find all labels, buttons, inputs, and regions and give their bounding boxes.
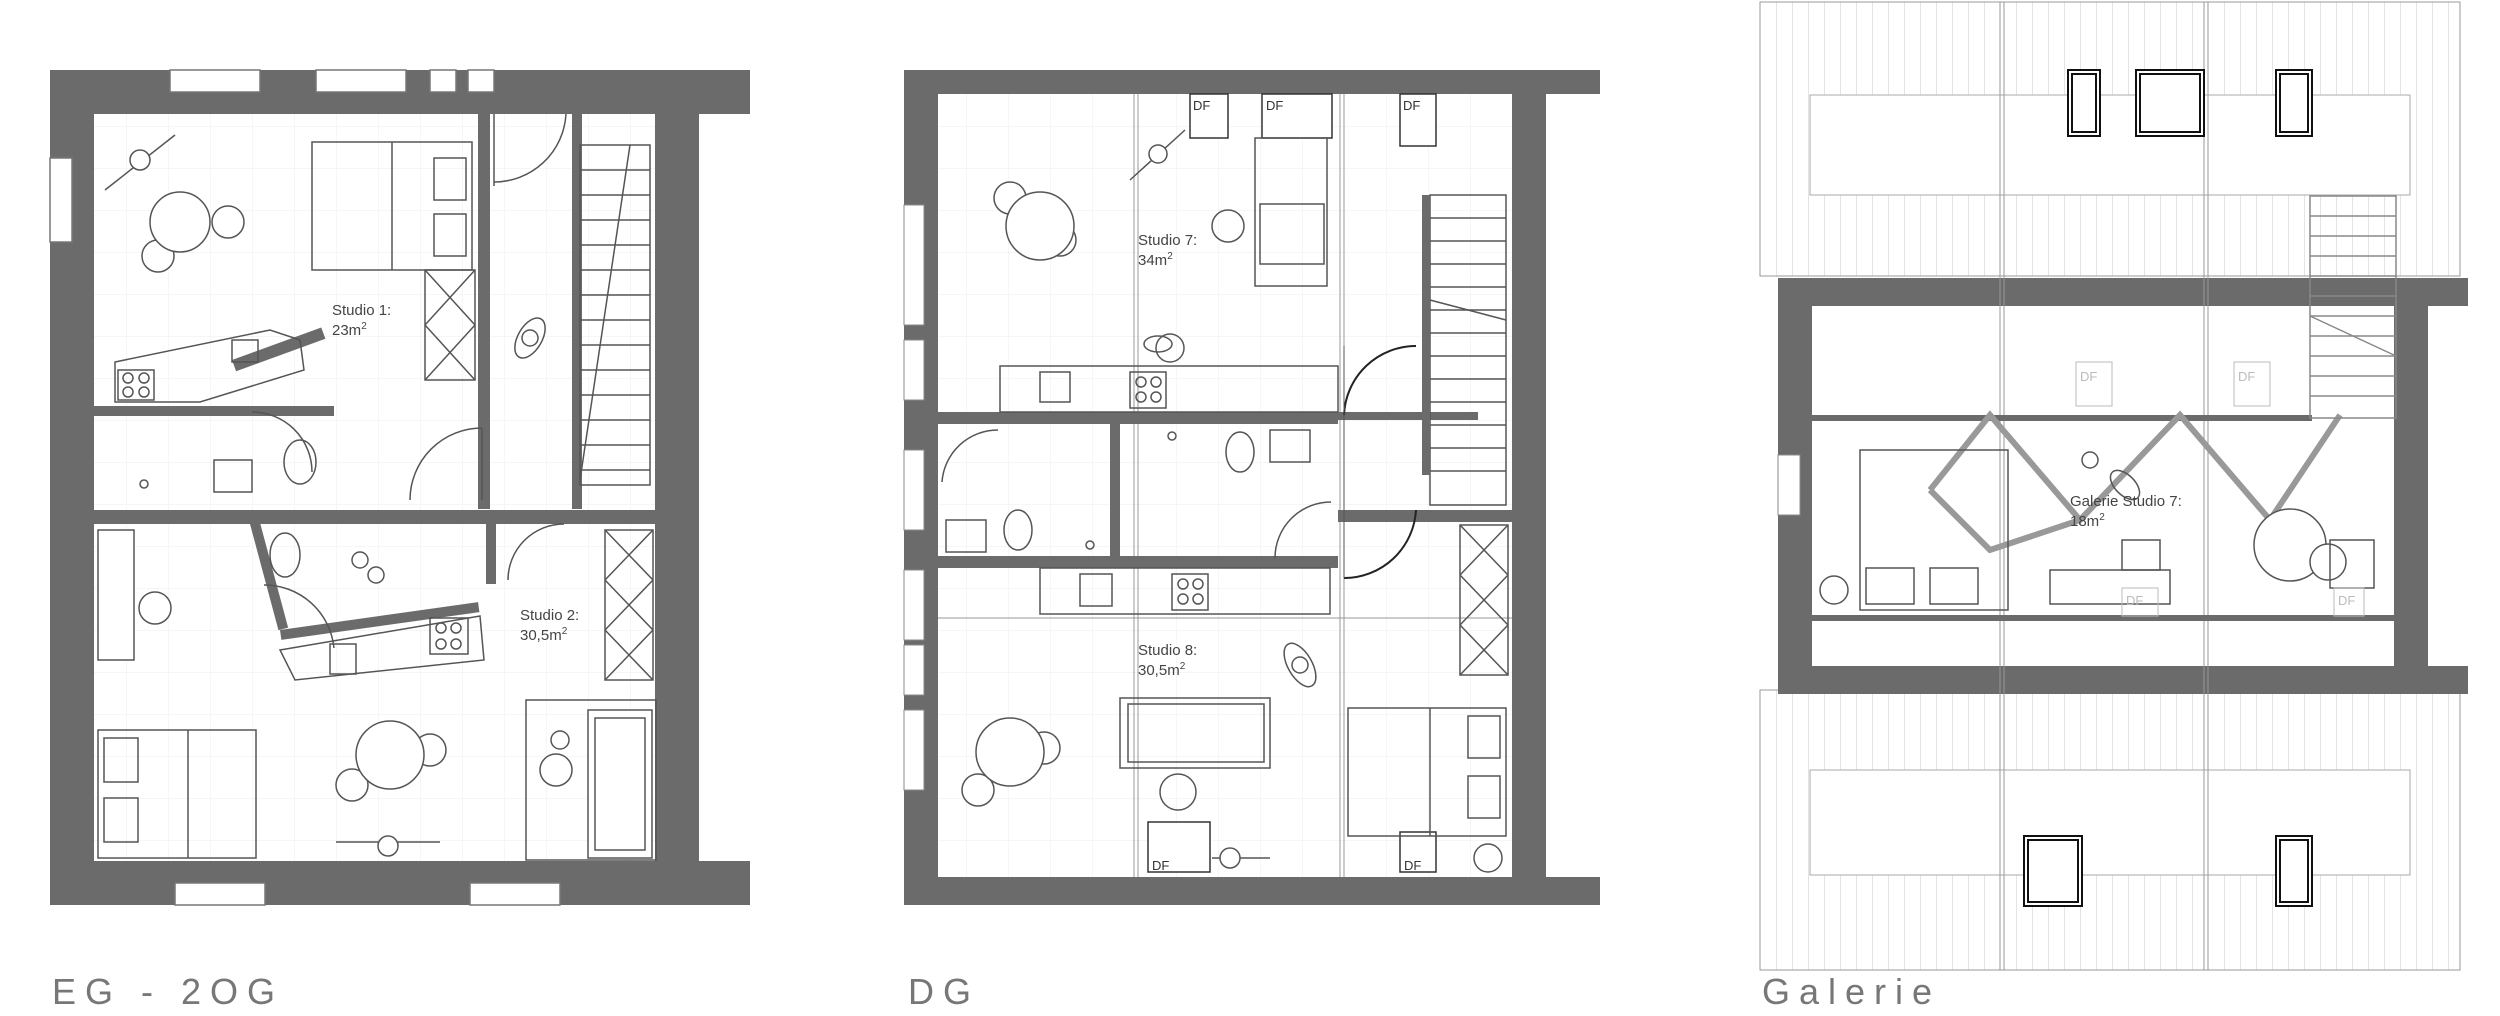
rafters xyxy=(1999,2,2209,970)
kitchen-studio-2 xyxy=(278,615,485,681)
plan-title: DG xyxy=(908,971,980,1012)
skylight-label: DF xyxy=(1193,98,1210,113)
skylight-label: DF xyxy=(1404,858,1421,873)
sofa-studio-8 xyxy=(1119,697,1271,869)
skylight-label: DF xyxy=(1152,858,1169,873)
staircase-galerie xyxy=(2309,195,2397,419)
bathroom-studio-2 xyxy=(263,532,385,649)
sofa-galerie xyxy=(2049,451,2171,605)
galerie-edge xyxy=(1812,415,2394,621)
skylight-label: DF xyxy=(2080,369,2097,384)
room-name: Studio 1: xyxy=(332,302,391,319)
skylight-ghosts xyxy=(2075,361,2365,617)
outer-walls xyxy=(1778,278,2468,694)
stairwell-doors xyxy=(1343,344,1417,580)
dining-table-studio-8 xyxy=(961,717,1061,807)
plan-galerie: DF DF DF DF Galerie Studio 7: 18m2 Galer… xyxy=(1759,1,2468,1012)
interior-walls xyxy=(938,412,1512,568)
bathroom-dg xyxy=(941,429,1332,559)
interior-walls xyxy=(94,114,655,640)
window-opening xyxy=(1777,454,1801,516)
door-swings xyxy=(409,113,567,581)
wardrobe-studio-1 xyxy=(424,269,476,381)
room-area: 18m2 xyxy=(2070,512,2105,530)
bed-galerie xyxy=(1819,449,2009,611)
room-area: 34m2 xyxy=(1138,251,1173,269)
dining-table-studio-7 xyxy=(993,129,1186,261)
room-area: 30,5m2 xyxy=(1138,661,1186,679)
skylight-label: DF xyxy=(2338,593,2355,608)
skylight-label: DF xyxy=(1403,98,1420,113)
skylight-label: DF xyxy=(1266,98,1283,113)
person-figure xyxy=(1155,333,1317,688)
window-openings xyxy=(49,69,561,906)
skylight-windows xyxy=(2023,69,2313,907)
sofa-studio-2 xyxy=(525,699,657,861)
skylight-label: DF xyxy=(2126,593,2143,608)
truss-beams xyxy=(1927,410,2343,554)
plan-dg: DF DF DF DF DF xyxy=(903,70,1600,1012)
room-name: Studio 2: xyxy=(520,607,579,624)
desk-studio-2 xyxy=(97,529,172,661)
room-name: Studio 8: xyxy=(1138,642,1197,659)
wardrobe-studio-2 xyxy=(604,529,654,681)
dining-table-studio-1 xyxy=(104,134,245,273)
room-name: Galerie Studio 7: xyxy=(2070,493,2182,510)
dining-table-studio-2 xyxy=(335,720,447,857)
person-figure xyxy=(514,317,546,359)
kitchen-studio-7 xyxy=(999,335,1339,413)
staircase-plan-1 xyxy=(579,144,651,486)
table-galerie xyxy=(2253,508,2375,589)
plan-title: Galerie xyxy=(1762,971,1941,1012)
kitchen-studio-1 xyxy=(114,329,305,403)
skylight-label: DF xyxy=(2238,369,2255,384)
bed-studio-8 xyxy=(1347,707,1507,873)
room-area: 30,5m2 xyxy=(520,626,568,644)
room-name: Studio 7: xyxy=(1138,232,1197,249)
window-openings xyxy=(903,204,925,791)
room-area: 23m2 xyxy=(332,321,367,339)
staircase-plan-2 xyxy=(1422,194,1507,506)
wardrobe-studio-8 xyxy=(1459,524,1509,676)
bathroom-studio-1 xyxy=(139,411,317,493)
bed-studio-2 xyxy=(97,729,257,859)
sofa-studio-7 xyxy=(1211,137,1328,287)
plan-title: EG - 2OG xyxy=(52,971,284,1012)
plan-eg-2og: Studio 1: 23m2 Studio 2: 30,5m2 EG - 2OG xyxy=(49,69,750,1012)
bed-studio-1 xyxy=(311,141,473,271)
kitchen-studio-8 xyxy=(1039,567,1331,615)
